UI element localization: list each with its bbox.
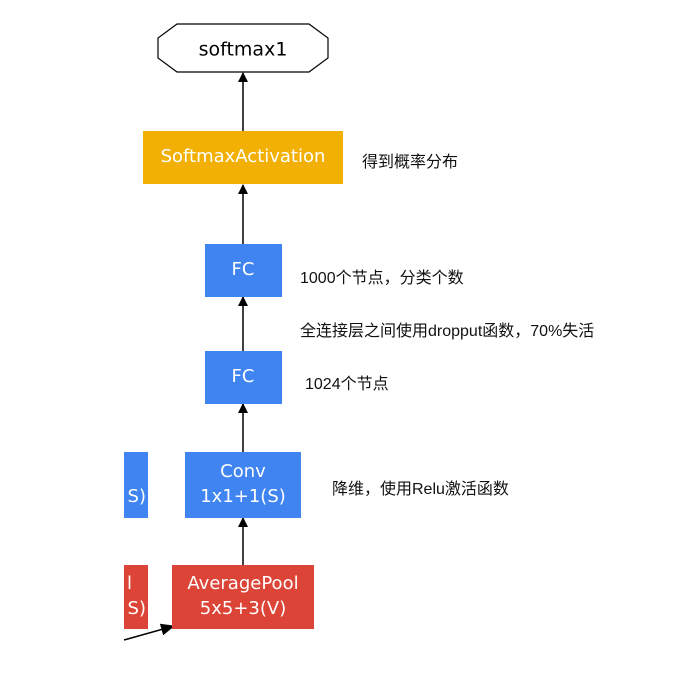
left-partial-red-node <box>124 565 148 629</box>
softmax-activation-label: SoftmaxActivation <box>161 146 326 167</box>
softmax-activation-node <box>143 131 343 184</box>
output-node <box>157 23 329 73</box>
left-partial-blue-node <box>124 452 148 518</box>
softmax-annotation: 得到概率分布 <box>362 154 459 171</box>
avgpool-label-line1: AveragePool <box>187 573 298 594</box>
fc-top-label: FC <box>232 259 255 280</box>
dropout-annotation: 全连接层之间使用dropput函数，70%失活 <box>300 323 595 340</box>
left-partial-red-label-line1: l <box>127 573 132 594</box>
left-partial-blue-label: S) <box>128 486 146 507</box>
output-node-label: softmax1 <box>199 39 288 61</box>
fc-top-annotation: 1000个节点，分类个数 <box>300 270 464 287</box>
edge-input-to-avgpool <box>123 623 175 641</box>
conv-label-line1: Conv <box>220 461 266 482</box>
conv-annotation: 降维，使用Relu激活函数 <box>332 481 509 498</box>
avgpool-label-line2: 5x5+3(V) <box>200 598 286 619</box>
fc-top-node <box>205 244 282 297</box>
fc-bottom-label: FC <box>232 366 255 387</box>
avgpool-node <box>172 565 314 629</box>
left-partial-red-label-line2: S) <box>128 598 146 619</box>
conv-label-line2: 1x1+1(S) <box>200 486 286 507</box>
fc-bottom-annotation: 1024个节点 <box>305 376 389 393</box>
conv-node <box>185 452 301 518</box>
fc-bottom-node <box>205 351 282 404</box>
